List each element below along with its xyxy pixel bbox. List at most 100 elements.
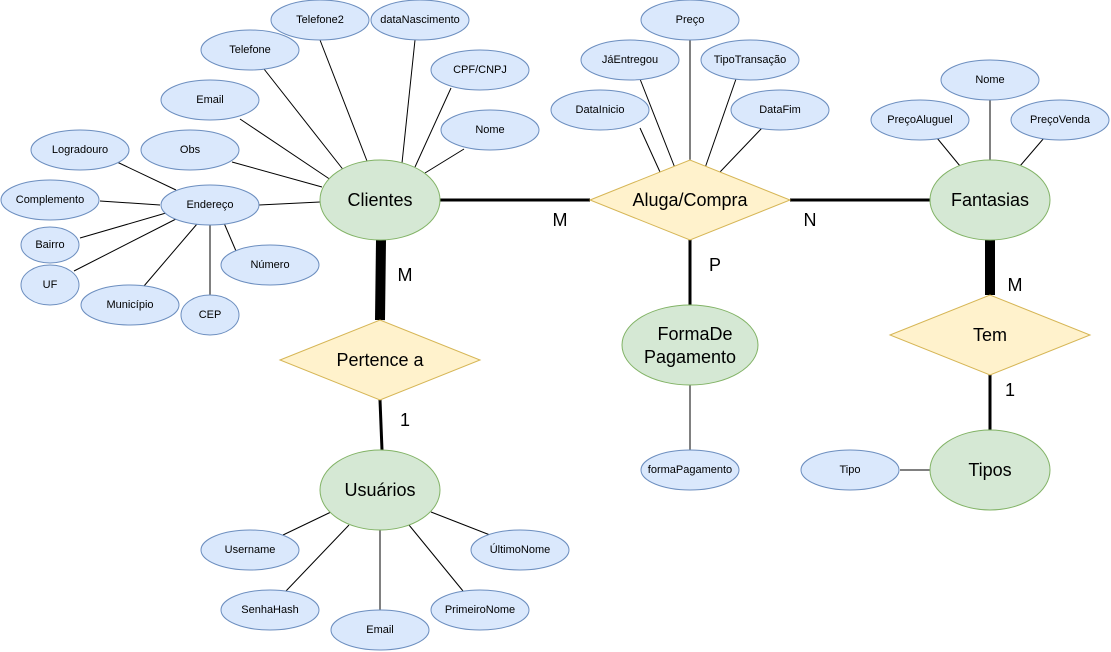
- connector-nome-cliente: [424, 148, 465, 174]
- attribute-label: CEP: [199, 309, 222, 321]
- cardinality-clientes-aluga: M: [553, 210, 568, 230]
- connector-senhahash: [285, 524, 350, 592]
- cardinality-forma-aluga: P: [709, 255, 721, 275]
- attribute-label: Nome: [975, 74, 1004, 86]
- connector-obs: [231, 161, 323, 188]
- attribute-label: Município: [106, 299, 153, 311]
- connector-username: [282, 511, 332, 536]
- attribute-municipio: Município: [80, 284, 180, 326]
- attribute-label: PrimeiroNome: [445, 604, 515, 616]
- attribute-telefone: Telefone: [200, 29, 300, 71]
- connector-telefone2: [319, 39, 368, 162]
- attribute-cep: CEP: [180, 294, 240, 336]
- attribute-preco: Preço: [640, 0, 740, 41]
- attribute-label: Obs: [180, 144, 201, 156]
- connector-municipio: [143, 223, 198, 287]
- attribute-label: JáEntregou: [602, 54, 658, 66]
- connector-pertence-usuarios: [378, 399, 384, 451]
- connector-tipotransacao: [704, 78, 737, 169]
- attribute-label: UF: [43, 279, 58, 291]
- attribute-label: DataFim: [759, 104, 801, 116]
- attribute-logradouro: Logradouro: [30, 129, 130, 171]
- entity-label: Usuários: [344, 480, 415, 500]
- attribute-tipotransacao: TipoTransação: [700, 39, 800, 81]
- attribute-label: Email: [196, 94, 224, 106]
- attribute-label: PreçoAluguel: [887, 114, 952, 126]
- relationship-label: Pertence a: [336, 350, 424, 370]
- attribute-label: Tipo: [840, 464, 861, 476]
- attribute-cpfcnpj: CPF/CNPJ: [430, 49, 530, 91]
- attribute-primeironome: PrimeiroNome: [430, 589, 530, 631]
- connectors: [73, 39, 1045, 610]
- attribute-ultimonome: ÚltimoNome: [470, 529, 570, 571]
- connector-clientes-pertence: [375, 239, 386, 321]
- attribute-label: PreçoVenda: [1030, 114, 1091, 126]
- attribute-tipo: Tipo: [800, 449, 900, 491]
- entity-label-line2: Pagamento: [644, 347, 736, 367]
- attribute-label: Username: [225, 544, 276, 556]
- attribute-label: Número: [250, 259, 289, 271]
- attribute-complemento: Complemento: [0, 179, 100, 221]
- attribute-label: formaPagamento: [648, 464, 732, 476]
- connector-endereco: [258, 201, 321, 206]
- connector-datainicio: [639, 127, 661, 173]
- cardinality-fantasias-aluga: N: [804, 210, 817, 230]
- connector-precovenda: [1019, 137, 1045, 167]
- attribute-senhahash: SenhaHash: [220, 589, 320, 631]
- attribute-label: Complemento: [16, 194, 84, 206]
- attribute-label: TipoTransação: [714, 54, 787, 66]
- connector-datafim: [719, 127, 763, 173]
- attribute-numero: Número: [220, 244, 320, 286]
- attribute-label: Email: [366, 624, 394, 636]
- attribute-label: Bairro: [35, 239, 64, 251]
- attribute-label: DataInicio: [576, 104, 625, 116]
- attribute-label: Endereço: [186, 199, 233, 211]
- attribute-precoaluguel: PreçoAluguel: [870, 99, 970, 141]
- connector-primeironome: [408, 524, 464, 592]
- relationship-label: Aluga/Compra: [632, 190, 748, 210]
- connector-precoaluguel: [936, 137, 961, 167]
- attribute-email-usuario: Email: [330, 609, 430, 651]
- attribute-label: Nome: [475, 124, 504, 136]
- attribute-bairro: Bairro: [20, 226, 80, 264]
- attribute-telefone2: Telefone2: [270, 0, 370, 41]
- connector-cpfcnpj: [414, 87, 452, 168]
- attribute-nome-fantasia: Nome: [940, 59, 1040, 101]
- connector-logradouro: [116, 161, 177, 191]
- attribute-datainicio: DataInicio: [550, 89, 650, 131]
- entity-clientes: Clientes: [319, 159, 441, 241]
- relationship-tem: Tem: [888, 294, 1092, 376]
- entity-label: Fantasias: [951, 190, 1029, 210]
- cardinality-tipos-tem: 1: [1005, 380, 1015, 400]
- attribute-label: Telefone2: [296, 14, 344, 26]
- attribute-nome-cliente: Nome: [440, 109, 540, 151]
- connector-uf: [73, 218, 177, 272]
- connector-ultimonome: [430, 511, 491, 536]
- attribute-label: ÚltimoNome: [490, 543, 551, 556]
- attribute-precovenda: PreçoVenda: [1010, 99, 1110, 141]
- cardinality-fantasias-tem: M: [1008, 275, 1023, 295]
- relationship-label: Tem: [973, 325, 1007, 345]
- attribute-datafim: DataFim: [730, 89, 830, 131]
- cardinality-usuarios-pertence: 1: [400, 410, 410, 430]
- entity-label: Clientes: [347, 190, 412, 210]
- attribute-jaentregou: JáEntregou: [580, 39, 680, 81]
- connector-jaentregou: [639, 78, 676, 169]
- attribute-label: SenhaHash: [241, 604, 299, 616]
- cardinality-clientes-pertence: M: [398, 265, 413, 285]
- attribute-email-cliente: Email: [160, 79, 260, 121]
- attribute-label: dataNascimento: [380, 14, 460, 26]
- relationship-aluga-compra: Aluga/Compra: [588, 159, 792, 241]
- entity-usuarios: Usuários: [319, 449, 441, 531]
- attribute-uf: UF: [20, 264, 80, 306]
- connector-datanascimento: [401, 39, 416, 164]
- entity-label: Tipos: [968, 460, 1011, 480]
- connector-telefone: [263, 68, 346, 173]
- entity-forma-de-pagamento: FormaDe Pagamento: [621, 304, 759, 386]
- attribute-obs: Obs: [140, 129, 240, 171]
- entity-tipos: Tipos: [929, 429, 1051, 511]
- attribute-username: Username: [200, 529, 300, 571]
- connector-complemento: [99, 200, 161, 206]
- attribute-label: Telefone: [229, 44, 271, 56]
